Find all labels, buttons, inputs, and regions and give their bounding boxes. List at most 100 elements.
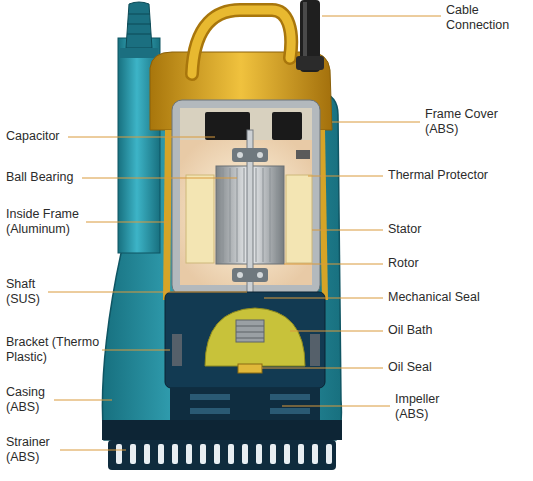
oil-bath [205, 308, 305, 366]
rotor [263, 168, 264, 262]
impeller [270, 394, 310, 400]
oil-seal [238, 364, 262, 373]
impeller [270, 408, 310, 414]
frame-cover [150, 52, 332, 300]
strainer [116, 444, 122, 464]
part-label: Cable Connection [446, 3, 512, 33]
bracket [172, 334, 182, 366]
outlet-pipe [127, 34, 151, 35]
ball-bearing [237, 272, 243, 278]
leader-line [282, 406, 390, 407]
mechanical-seal [236, 326, 264, 327]
strainer [228, 444, 234, 464]
rotor [256, 168, 257, 262]
handle [192, 10, 291, 74]
rotor [244, 168, 245, 262]
mechanical-seal [236, 338, 264, 339]
part-label: Capacitor [6, 129, 60, 144]
part-label: Ball Bearing [6, 170, 73, 185]
thermal-protector [296, 150, 310, 159]
leader-line [82, 178, 237, 179]
part-label: Mechanical Seal [388, 290, 480, 305]
outlet-pipe [127, 24, 151, 25]
frame-cover [163, 130, 172, 300]
part-label: Stator [388, 222, 421, 237]
inside-frame [180, 108, 312, 140]
rotor [230, 168, 231, 262]
strainer [186, 444, 192, 464]
part-label: Bracket (Thermo Plastic) [6, 335, 100, 365]
bracket [165, 292, 325, 388]
leader-line [86, 222, 168, 223]
ball-bearing [232, 148, 268, 162]
leader-line [332, 122, 420, 123]
thermal-protector [296, 150, 310, 159]
bracket [165, 292, 325, 388]
capacitor [205, 112, 250, 140]
mechanical-seal [236, 320, 264, 342]
strainer [256, 444, 262, 464]
ball-bearing [257, 152, 263, 158]
ball-bearing [257, 272, 263, 278]
strainer [214, 444, 220, 464]
part-label: Oil Bath [388, 323, 432, 338]
strainer [326, 444, 332, 464]
strainer [108, 440, 336, 470]
part-label: Casing (ABS) [6, 385, 47, 415]
outlet-pipe [126, 2, 152, 48]
stator [286, 175, 312, 263]
oil-bath [205, 308, 305, 366]
rotor [270, 168, 271, 262]
rotor [277, 168, 278, 262]
part-label: Oil Seal [388, 360, 432, 375]
base [102, 420, 342, 440]
leader-line [68, 137, 215, 138]
ball-bearing [237, 152, 243, 158]
part-label: Rotor [388, 256, 419, 271]
strainer [242, 444, 248, 464]
strainer [312, 444, 318, 464]
inside-frame [172, 100, 320, 295]
part-label: Inside Frame (Aluminum) [6, 207, 81, 237]
mechanical-seal [236, 332, 264, 333]
inside-frame [172, 100, 320, 295]
leader-line [290, 331, 383, 332]
mechanical-seal [236, 320, 264, 342]
strainer [144, 444, 150, 464]
leader-line [60, 450, 126, 451]
strainer [158, 444, 164, 464]
inside-frame [180, 140, 312, 285]
strainer [200, 444, 206, 464]
leader-line [262, 368, 383, 369]
leader-line [284, 264, 383, 265]
impeller [190, 408, 230, 414]
ball-bearing [232, 148, 268, 282]
leader-line [48, 292, 247, 293]
oil-seal [238, 364, 262, 373]
strainer [298, 444, 304, 464]
strainer [270, 444, 276, 464]
part-label: Strainer (ABS) [6, 435, 52, 465]
rotor [223, 168, 224, 262]
leader-line [264, 298, 383, 299]
rotor [237, 168, 238, 262]
strainer [130, 444, 136, 464]
leader-line [48, 16, 441, 450]
leader-line [312, 230, 383, 231]
outlet-pipe [120, 48, 158, 58]
strainer [108, 440, 336, 470]
impeller [170, 388, 320, 422]
stator [186, 175, 214, 263]
strainer [284, 444, 290, 464]
ball-bearing [232, 268, 268, 282]
base [102, 420, 342, 440]
part-label: Impeller (ABS) [395, 392, 442, 422]
outlet-pipe [128, 14, 150, 15]
cable [296, 56, 324, 70]
part-label: Shaft (SUS) [6, 277, 43, 307]
handle [192, 10, 291, 74]
cable [296, 0, 324, 72]
part-label: Frame Cover (ABS) [425, 107, 500, 137]
